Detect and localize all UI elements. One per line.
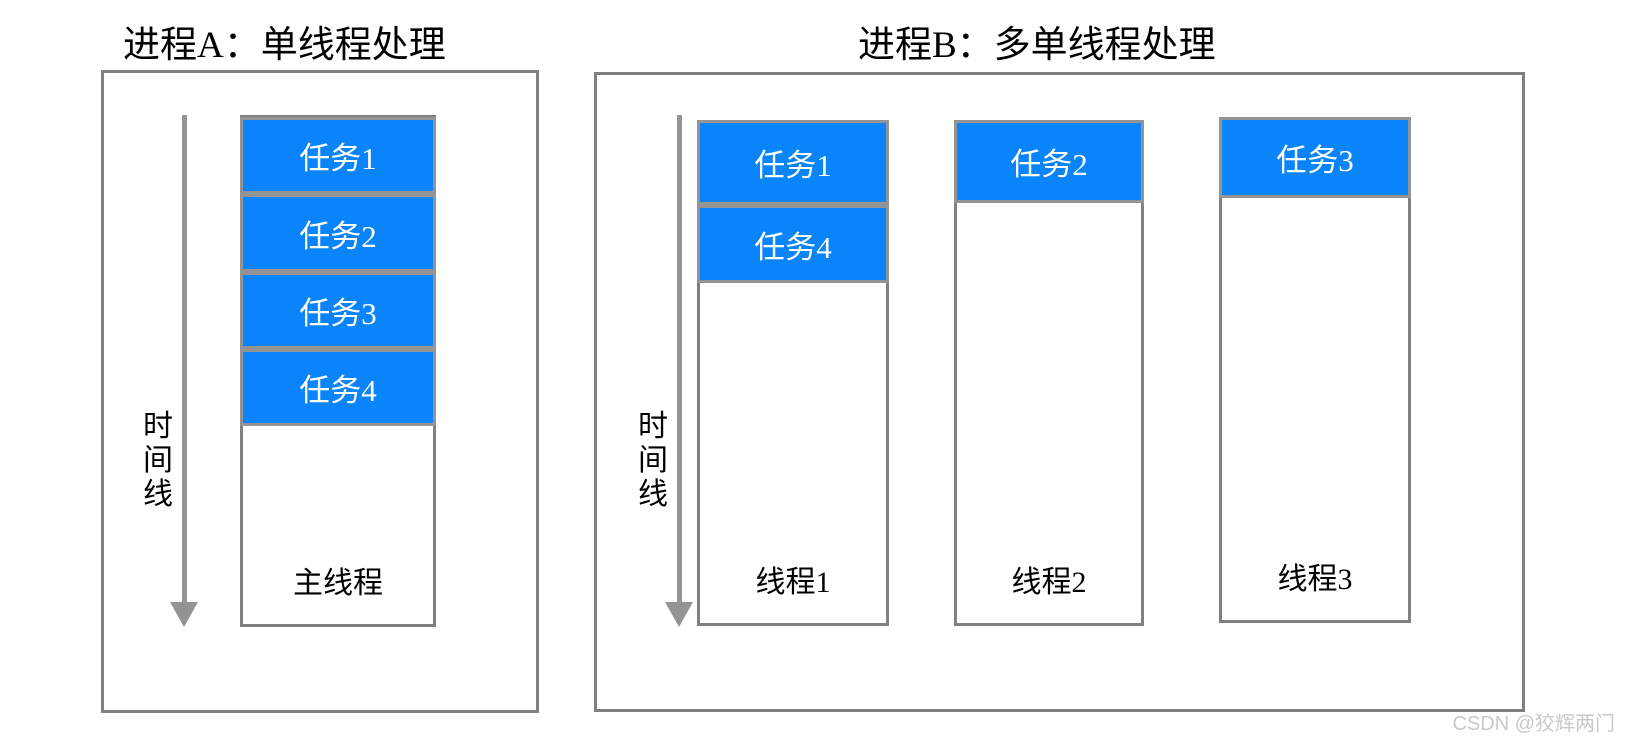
thread-label-2: 线程2 xyxy=(1011,566,1087,599)
timeline-arrow-line xyxy=(677,115,682,605)
process-a-timeline: 时 间 线 xyxy=(140,115,210,627)
timeline-label-char: 时 xyxy=(638,410,668,443)
task-block: 任务4 xyxy=(697,205,889,283)
timeline-label-char: 时 xyxy=(143,410,173,443)
thread-label-3: 线程3 xyxy=(1277,563,1353,596)
task-block: 任务3 xyxy=(1219,117,1411,198)
timeline-label-char: 间 xyxy=(638,444,668,477)
process-a-timeline-label: 时 间 线 xyxy=(140,410,176,512)
task-block: 任务1 xyxy=(240,117,436,194)
thread-label-main: 主线程 xyxy=(293,567,383,600)
csdn-watermark: CSDN @狡辉两门 xyxy=(1452,713,1615,735)
timeline-arrow-head-icon xyxy=(170,602,198,627)
process-a-title: 进程A：单线程处理 xyxy=(123,25,446,66)
thread-column-3: 线程3 xyxy=(1219,117,1411,623)
task-block: 任务4 xyxy=(240,349,436,426)
process-b-title: 进程B：多单线程处理 xyxy=(858,25,1216,66)
timeline-arrow-head-icon xyxy=(665,602,693,627)
task-block: 任务2 xyxy=(954,120,1144,203)
process-b-timeline: 时 间 线 xyxy=(635,115,705,627)
task-block: 任务3 xyxy=(240,272,436,349)
timeline-label-char: 线 xyxy=(143,478,173,511)
task-block: 任务1 xyxy=(697,120,889,205)
timeline-arrow-line xyxy=(182,115,187,605)
timeline-label-char: 线 xyxy=(638,478,668,511)
timeline-label-char: 间 xyxy=(143,444,173,477)
thread-label-1: 线程1 xyxy=(755,566,831,599)
task-block: 任务2 xyxy=(240,194,436,272)
process-b-timeline-label: 时 间 线 xyxy=(635,410,671,512)
thread-column-2: 线程2 xyxy=(954,120,1144,626)
